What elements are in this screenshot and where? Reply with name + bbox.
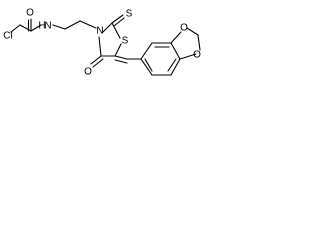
ring-nitrogen-label: N xyxy=(96,26,103,37)
bond-exocyclic-1 xyxy=(114,55,128,60)
amide-nitrogen-label: N xyxy=(44,21,51,32)
bond-aryl-d xyxy=(170,58,181,76)
bond-aryl-a xyxy=(140,42,153,60)
bond-aryl-f xyxy=(140,58,153,76)
bond-c4-ring-n xyxy=(98,36,102,57)
bond-ring-n-thioxo-carbon xyxy=(101,22,113,34)
bond-aryl-inner-3 xyxy=(144,58,153,72)
bond-ch2-carbonyl xyxy=(19,24,32,32)
bond-ring-s-c5 xyxy=(114,43,122,57)
bond-thioxo-carbon-ring-s xyxy=(111,22,121,39)
bond-dioxole-o1-ch2 xyxy=(186,27,199,36)
bond-aryl-inner-2 xyxy=(167,58,177,72)
bond-dioxole-o2-c xyxy=(179,53,197,60)
bond-dioxole-ch2-o2 xyxy=(197,34,201,51)
amide-oxygen-label: O xyxy=(26,8,34,19)
bond-dioxole-c-o1 xyxy=(170,31,182,44)
amide-nh-hydrogen-label: H xyxy=(38,21,45,32)
chlorine-label: Cl xyxy=(3,31,12,42)
bond-nitrogen-ch2-a xyxy=(52,24,66,30)
bond-ch2-b-ring-nitrogen xyxy=(79,20,97,29)
bond-exocyclic-2 xyxy=(114,59,128,64)
bond-ring-carbonyl-2 xyxy=(92,58,104,68)
ring-sulfur-label: S xyxy=(122,36,129,47)
bond-ch2-a-ch2-b xyxy=(64,20,81,30)
ring-oxygen-label: O xyxy=(84,67,92,78)
molecule-diagram: Cl O H N N S S O O O xyxy=(3,8,201,78)
bond-thioxo-2 xyxy=(113,17,125,27)
benzodioxole-oxygen-1-label: O xyxy=(180,23,188,34)
bond-thioxo-1 xyxy=(111,14,124,24)
thioxo-sulfur-label: S xyxy=(126,9,133,20)
benzodioxole-oxygen-2-label: O xyxy=(193,50,201,61)
bond-carbonyl-nitrogen xyxy=(30,24,42,32)
chemical-structure: Cl O H N N S S O O O xyxy=(0,0,221,100)
bond-ring-carbonyl-1 xyxy=(90,55,102,65)
bond-cl-ch2 xyxy=(10,24,21,33)
bond-aryl-c xyxy=(170,42,181,60)
